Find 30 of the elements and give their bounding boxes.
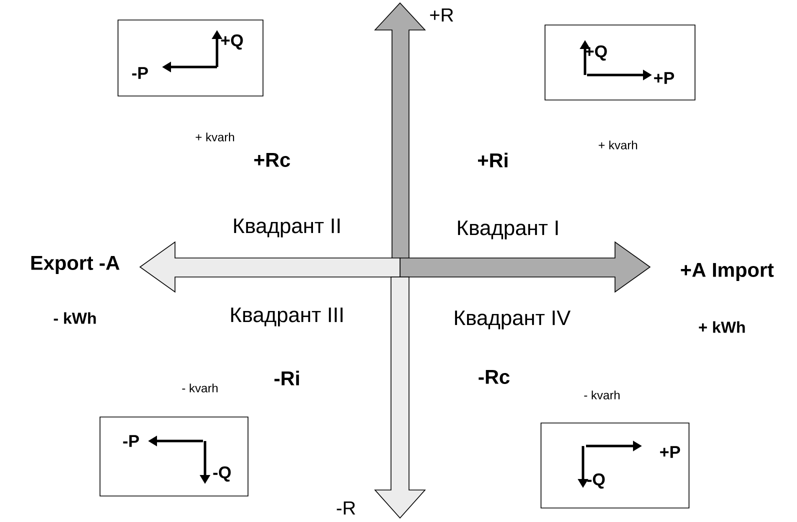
vector-label: +P — [654, 72, 674, 84]
unit-label: - kvarh — [584, 390, 620, 400]
vector-box — [118, 20, 264, 96]
vector-box — [100, 416, 248, 496]
axis-label: +Ri — [478, 152, 508, 168]
axis-label: +Rc — [254, 153, 290, 167]
vector-label: -Q — [213, 466, 231, 482]
vector-box — [540, 422, 690, 508]
axis-label: -R — [336, 501, 356, 515]
axis-label: +R — [430, 8, 454, 22]
vector-box — [544, 24, 696, 100]
unit-label: + kvarh — [196, 132, 234, 142]
quadrant-label: Квадрант III — [231, 308, 343, 326]
unit-label: + kWh — [698, 321, 745, 333]
quadrant-label: Квадрант II — [234, 218, 340, 238]
unit-label: - kvarh — [182, 384, 218, 392]
axis-label: -Rc — [478, 370, 510, 384]
unit-label: - kWh — [54, 312, 96, 324]
vector-label: -P — [132, 67, 148, 79]
axis-label: Export -A — [31, 256, 120, 274]
vector-label: +Q — [221, 34, 243, 50]
unit-label: + kvarh — [598, 140, 638, 150]
axis-label: -Ri — [274, 370, 299, 386]
quadrant-label: Квадрант I — [458, 220, 558, 240]
vector-label: -P — [123, 435, 139, 447]
vector-label: +Q — [585, 45, 607, 61]
vector-label: +P — [660, 446, 680, 458]
axis-label: +A Import — [680, 263, 774, 281]
vector-label: -Q — [587, 473, 605, 489]
quadrant-label: Квадрант IV — [455, 310, 571, 330]
